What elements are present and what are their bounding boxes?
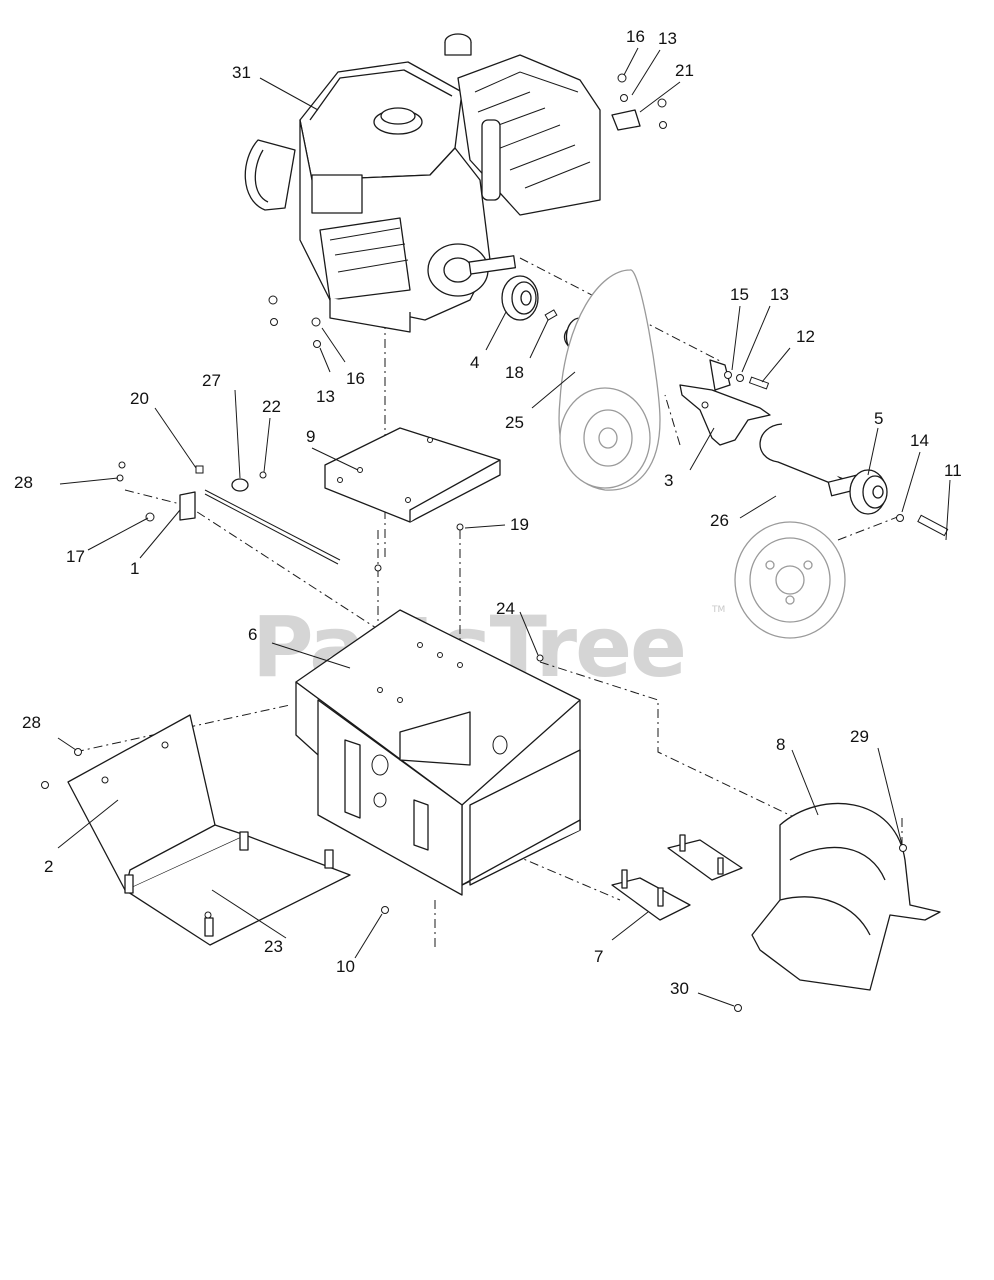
mounting-plate-9 — [324, 427, 501, 523]
callout-23: 23 — [264, 937, 283, 956]
callout-5: 5 — [874, 409, 883, 428]
engine-pulley-4 — [501, 275, 539, 321]
frame-6 — [295, 609, 581, 896]
callout-19: 19 — [510, 515, 529, 534]
double-pulley-5 — [827, 469, 888, 515]
callout-9: 9 — [306, 427, 315, 446]
drive-pulley-26 — [734, 423, 861, 639]
callout-17: 17 — [66, 547, 85, 566]
callout-28: 28 — [14, 473, 33, 492]
callout-14: 14 — [910, 431, 929, 450]
callout-27: 27 — [202, 371, 221, 390]
callout-3: 3 — [664, 471, 673, 490]
callout-18: 18 — [505, 363, 524, 382]
callout-26: 26 — [710, 511, 729, 530]
callout-1: 1 — [130, 559, 139, 578]
callout-10: 10 — [336, 957, 355, 976]
callout-30: 30 — [670, 979, 689, 998]
belt-cover-8 — [751, 802, 941, 991]
engine-31 — [244, 33, 601, 333]
callout-labels: 31 16 13 21 4 18 25 15 13 12 16 13 27 22… — [14, 27, 962, 998]
bracket-3 — [679, 359, 771, 446]
callout-25: 25 — [505, 413, 524, 432]
callout-16: 16 — [626, 27, 645, 46]
callout-31: 31 — [232, 63, 251, 82]
callout-12: 12 — [796, 327, 815, 346]
callout-7: 7 — [594, 947, 603, 966]
callout-8: 8 — [776, 735, 785, 754]
watermark-tm: TM — [711, 605, 725, 615]
callout-22: 22 — [262, 397, 281, 416]
callout-20: 20 — [130, 389, 149, 408]
callout-6: 6 — [248, 625, 257, 644]
callout-29: 29 — [850, 727, 869, 746]
callout-28: 28 — [22, 713, 41, 732]
callout-13: 13 — [658, 29, 677, 48]
callout-13: 13 — [770, 285, 789, 304]
skid-shoes-7 — [611, 834, 743, 921]
skid-plate-2 — [67, 714, 351, 946]
callout-2: 2 — [44, 857, 53, 876]
callout-24: 24 — [496, 599, 515, 618]
callout-16: 16 — [346, 369, 365, 388]
leader-lines — [57, 47, 951, 1007]
callout-21: 21 — [675, 61, 694, 80]
callout-13: 13 — [316, 387, 335, 406]
hardware-fasteners — [41, 73, 949, 1012]
auger-pulley-25 — [558, 269, 661, 491]
callout-4: 4 — [470, 353, 479, 372]
cable-linkage — [116, 461, 341, 565]
callout-15: 15 — [730, 285, 749, 304]
callout-11: 11 — [944, 461, 962, 480]
